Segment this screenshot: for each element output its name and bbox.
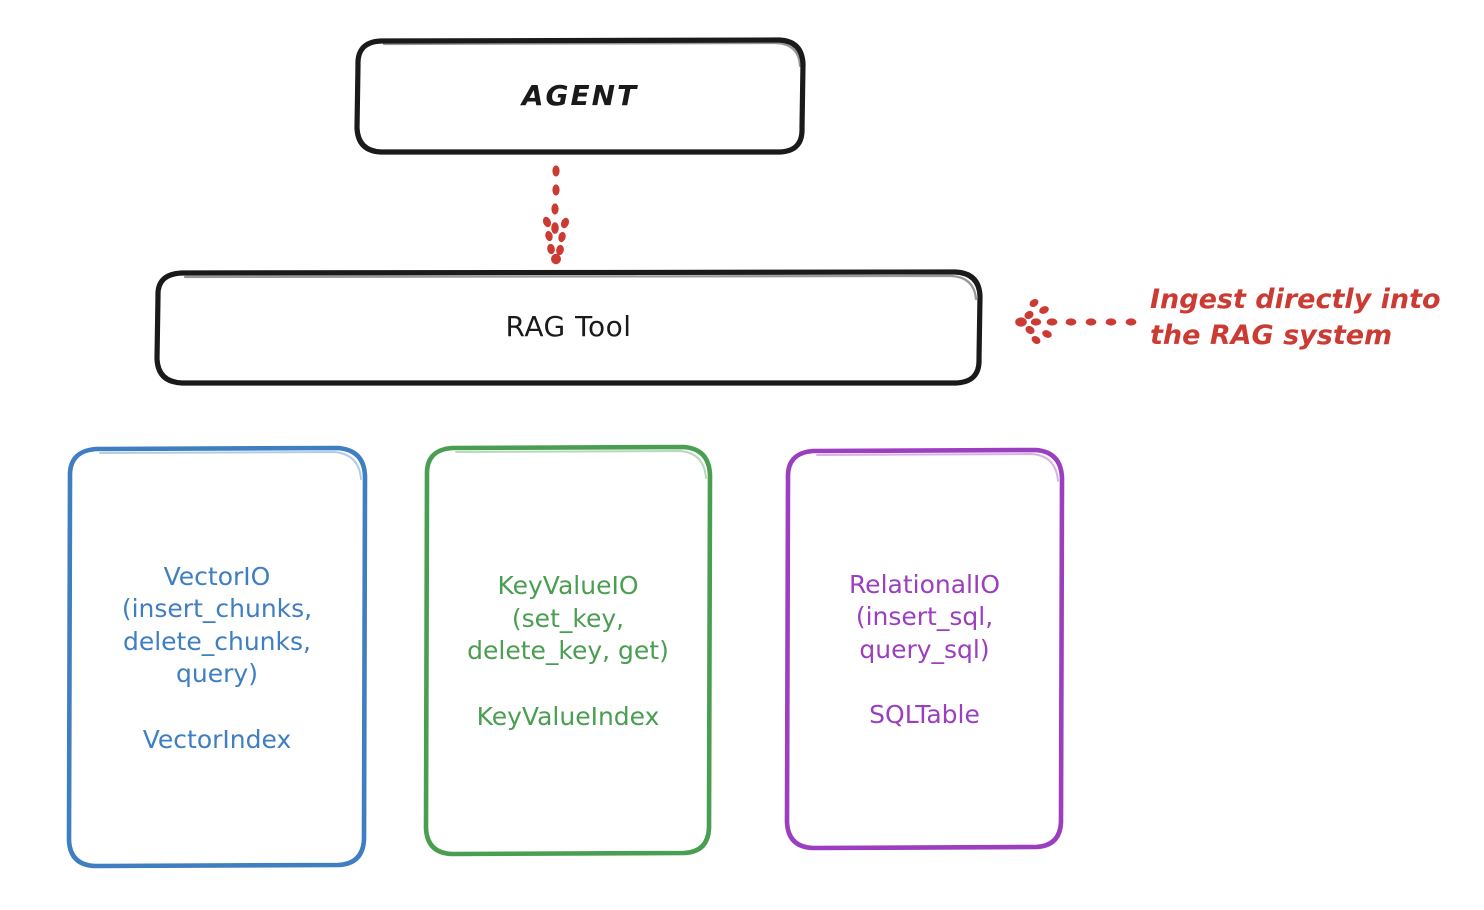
vector-io-api-label: VectorIO (insert_chunks, delete_chunks, … <box>121 561 313 689</box>
key-value-io-node[interactable]: KeyValueIO (set_key, delete_key, get) Ke… <box>426 447 710 854</box>
agent-to-rag-tool-arrow <box>542 165 570 265</box>
key-value-io-api-label: KeyValueIO (set_key, delete_key, get) <box>467 571 669 666</box>
agent-node-label[interactable]: AGENT <box>521 78 639 112</box>
key-value-io-index-label: KeyValueIndex <box>476 701 660 731</box>
relational-io-index-label: SQLTable <box>869 700 980 730</box>
vector-io-index-label: VectorIndex <box>142 724 292 754</box>
relational-io-node[interactable]: RelationalIO (insert_sql, query_sql) SQL… <box>787 450 1062 848</box>
ingest-arrow <box>1015 298 1137 345</box>
ingest-annotation-text: Ingest directly into the RAG system <box>1150 284 1441 351</box>
rag-tool-node-label[interactable]: RAG Tool <box>505 310 632 344</box>
relational-io-api-label: RelationalIO (insert_sql, query_sql) <box>848 569 1001 664</box>
vector-io-node[interactable]: VectorIO (insert_chunks, delete_chunks, … <box>69 448 365 866</box>
